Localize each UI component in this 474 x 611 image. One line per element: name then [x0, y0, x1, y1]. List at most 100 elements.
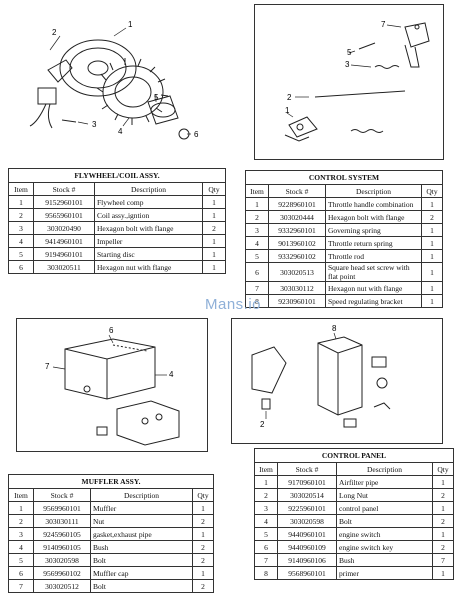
stock-cell: 9152960101 — [33, 195, 95, 209]
item-cell: 3 — [8, 221, 34, 235]
qty-cell: 1 — [202, 208, 226, 222]
column-header: Stock # — [33, 488, 91, 502]
stock-cell: 9569960102 — [33, 566, 91, 580]
description-cell: Bush — [336, 553, 433, 567]
description-cell: engine switch key — [336, 540, 433, 554]
qty-cell: 2 — [432, 514, 454, 528]
item-cell: 5 — [245, 249, 269, 263]
column-header: Stock # — [33, 182, 95, 196]
table-header-row: Item Stock # Description Qty — [254, 462, 454, 476]
item-cell: 4 — [8, 540, 34, 554]
table-title: MUFFLER ASSY. — [8, 474, 214, 489]
item-cell: 1 — [8, 501, 34, 515]
callout-3: 3 — [345, 60, 350, 69]
stock-cell: 9569960101 — [33, 501, 91, 515]
description-cell: Muffler cap — [90, 566, 193, 580]
qty-cell: 1 — [202, 247, 226, 261]
qty-cell: 2 — [192, 514, 214, 528]
qty-cell: 1 — [421, 262, 443, 282]
column-header: Item — [8, 488, 34, 502]
qty-cell: 1 — [432, 501, 454, 515]
column-header: Qty — [432, 462, 454, 476]
description-cell: primer — [336, 566, 433, 580]
stock-cell: 9245960105 — [33, 527, 91, 541]
stock-cell: 9140960106 — [277, 553, 337, 567]
description-cell: engine switch — [336, 527, 433, 541]
item-cell: 6 — [254, 540, 278, 554]
control-system-diagram-frame: 7 5 3 2 1 — [254, 4, 444, 160]
stock-cell: 9565960101 — [33, 208, 95, 222]
callout-2: 2 — [52, 28, 57, 37]
stock-cell: 9440960101 — [277, 527, 337, 541]
muffler-diagram: 6 7 4 — [45, 326, 180, 446]
qty-cell: 1 — [421, 249, 443, 263]
qty-cell: 1 — [192, 527, 214, 541]
qty-cell: 1 — [202, 234, 226, 248]
description-cell: Coil assy.,igntion — [94, 208, 203, 222]
callout-3: 3 — [92, 120, 97, 129]
column-header: Item — [245, 184, 269, 198]
item-cell: 2 — [245, 210, 269, 224]
stock-cell: 303020513 — [268, 262, 326, 282]
description-cell: Hexagon nut with flange — [94, 260, 203, 274]
item-cell: 7 — [8, 579, 34, 593]
callout-8: 8 — [332, 324, 337, 333]
item-cell: 2 — [254, 488, 278, 502]
table-header-row: Item Stock # Description Qty — [245, 184, 443, 198]
column-header: Description — [336, 462, 433, 476]
item-cell: 4 — [254, 514, 278, 528]
qty-cell: 1 — [421, 223, 443, 237]
control-system-parts-table: CONTROL SYSTEM Item Stock # Description … — [245, 170, 443, 308]
description-cell: Airfilter pipe — [336, 475, 433, 489]
item-cell: 8 — [254, 566, 278, 580]
description-cell: Throttle handle combination — [325, 197, 422, 211]
qty-cell: 1 — [432, 566, 454, 580]
description-cell: Hexagon bolt with flange — [325, 210, 422, 224]
item-cell: 1 — [254, 475, 278, 489]
column-header: Description — [90, 488, 193, 502]
flywheel-coil-parts-table: FLYWHEEL/COIL ASSY. Item Stock # Descrip… — [8, 168, 226, 274]
stock-cell: 9414960101 — [33, 234, 95, 248]
qty-cell: 1 — [421, 294, 443, 308]
description-cell: Throttle rod — [325, 249, 422, 263]
column-header: Item — [8, 182, 34, 196]
item-cell: 5 — [8, 553, 34, 567]
callout-6: 6 — [194, 130, 199, 139]
description-cell: Hexagon bolt with flange — [94, 221, 203, 235]
qty-cell: 2 — [202, 221, 226, 235]
description-cell: Muffler — [90, 501, 193, 515]
description-cell: Governing spring — [325, 223, 422, 237]
stock-cell: 303020444 — [268, 210, 326, 224]
stock-cell: 303020598 — [277, 514, 337, 528]
item-cell: 2 — [8, 514, 34, 528]
callout-5: 5 — [154, 93, 159, 102]
qty-cell: 2 — [192, 579, 214, 593]
item-cell: 4 — [245, 236, 269, 250]
callout-6: 6 — [109, 326, 114, 335]
table-title: FLYWHEEL/COIL ASSY. — [8, 168, 226, 183]
description-cell: Speed regulating bracket — [325, 294, 422, 308]
flywheel-coil-diagram: 1 2 3 4 5 6 — [29, 20, 199, 140]
stock-cell: 9225960101 — [277, 501, 337, 515]
watermark: Mans.io — [205, 296, 262, 313]
qty-cell: 1 — [421, 236, 443, 250]
qty-cell: 1 — [432, 527, 454, 541]
item-cell: 6 — [8, 566, 34, 580]
qty-cell: 1 — [202, 195, 226, 209]
